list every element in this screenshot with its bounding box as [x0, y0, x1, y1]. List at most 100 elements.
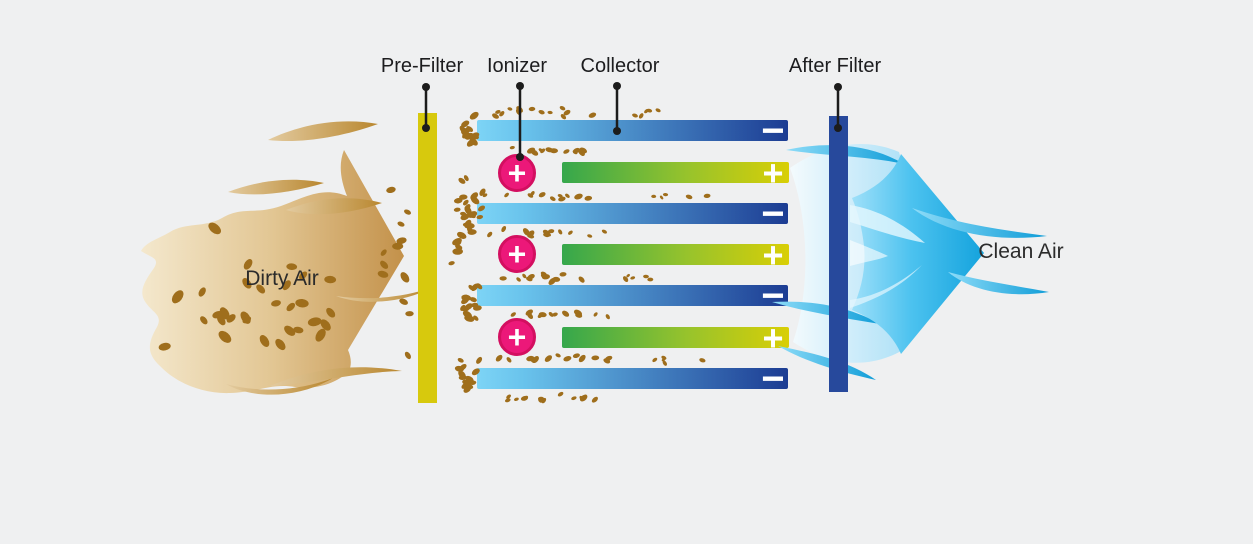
dust-particle: [538, 110, 545, 115]
dust-particle: [400, 272, 410, 283]
dust-particle: [464, 133, 474, 140]
dust-particle: [549, 196, 556, 201]
dust-particle: [469, 137, 478, 146]
air-swoosh-cyan: [948, 272, 1049, 295]
dust-particle: [218, 330, 232, 343]
dust-particle: [579, 147, 587, 154]
dust-particle: [555, 353, 561, 358]
collector-plate-negative: −: [477, 357, 788, 401]
pre-filter-leader: [422, 83, 430, 132]
dust-particle: [479, 188, 486, 196]
dust-particle: [557, 194, 563, 198]
dust-particle: [397, 221, 405, 227]
dust-particle: [470, 196, 480, 205]
dust-particle: [377, 270, 389, 278]
collector-plate-positive: +: [562, 153, 789, 194]
dust-particle: [271, 300, 281, 307]
dust-particle: [459, 194, 468, 200]
dust-particle: [523, 395, 529, 401]
dust-particle: [471, 302, 479, 308]
dust-particle: [563, 149, 570, 154]
dust-particle: [574, 193, 583, 200]
dust-particle: [655, 108, 661, 113]
dust-particle: [571, 396, 577, 401]
plus-icon: +: [762, 235, 783, 276]
collector-leader: [613, 82, 621, 135]
dust-particle: [638, 113, 644, 119]
dust-particle: [465, 375, 474, 383]
dust-particle: [537, 313, 544, 319]
dust-particle: [510, 312, 516, 317]
dust-particle: [548, 311, 554, 317]
dust-particle: [504, 192, 509, 198]
dust-particle: [242, 316, 252, 324]
arrow-highlight: [850, 265, 922, 308]
negative-plate-bar: [477, 203, 788, 224]
dust-particle: [477, 205, 486, 212]
dust-particle: [513, 397, 519, 402]
dirty-air-arrow: [141, 121, 431, 395]
dust-particle: [563, 356, 572, 362]
air-swoosh-tan: [268, 121, 378, 142]
collector-plate-positive: +: [562, 318, 789, 359]
dust-particle: [584, 195, 593, 201]
dust-particle: [527, 193, 534, 198]
ionizer-point: +: [498, 154, 536, 192]
dust-particle: [651, 194, 657, 199]
dust-particle: [476, 356, 483, 364]
dust-particle: [464, 303, 473, 311]
dust-particle: [505, 398, 511, 403]
ionizer-leader: [516, 82, 524, 161]
dust-particle: [295, 298, 309, 308]
dust-particle: [527, 312, 534, 319]
minus-icon: −: [761, 274, 784, 318]
ionizer-point: +: [498, 318, 536, 356]
plus-icon: +: [508, 319, 527, 355]
dust-particle: [540, 273, 546, 279]
dust-particle: [380, 260, 389, 269]
dust-particle: [275, 338, 286, 351]
dust-particle: [622, 276, 629, 283]
dust-particle: [557, 391, 564, 397]
dust-particle: [465, 383, 474, 390]
air-swoosh-tan: [336, 288, 431, 302]
dust-particle: [593, 312, 598, 317]
dust-particle: [324, 275, 337, 284]
dust-particle: [492, 113, 499, 119]
dust-particle: [457, 231, 467, 239]
dust-particle: [578, 276, 585, 283]
dust-particle: [467, 229, 477, 235]
dust-particle: [464, 219, 472, 229]
positive-plate-bar: [562, 327, 789, 348]
dust-particle: [299, 271, 308, 280]
dust-particle: [404, 351, 411, 360]
dust-particle: [286, 302, 296, 312]
dust-particle: [293, 326, 304, 334]
dust-particle: [626, 273, 630, 278]
dust-particle: [506, 357, 512, 363]
dust-particle: [460, 213, 470, 221]
dust-particle: [578, 354, 586, 363]
dust-particle: [587, 234, 593, 238]
ionizer-electrode: [498, 318, 536, 356]
ionizer-label: Ionizer: [487, 55, 547, 77]
dust-particle: [495, 354, 503, 362]
dust-particle: [380, 249, 387, 256]
leader-lines: [422, 82, 842, 161]
dust-particle: [405, 311, 414, 317]
dust-particle: [662, 360, 667, 366]
dust-particle: [453, 207, 461, 212]
dust-particle: [404, 209, 411, 215]
dust-particle: [540, 148, 546, 154]
dust-particle: [568, 230, 573, 235]
minus-icon: −: [761, 357, 784, 401]
dust-particle: [307, 317, 322, 327]
air-swoosh-tan: [270, 367, 402, 386]
dust-particle: [217, 314, 226, 326]
dust-particle: [516, 277, 521, 282]
dust-particle: [543, 232, 550, 238]
dust-particle: [399, 298, 408, 305]
dust-particle: [208, 222, 221, 235]
after-filter-bar: [829, 116, 848, 392]
